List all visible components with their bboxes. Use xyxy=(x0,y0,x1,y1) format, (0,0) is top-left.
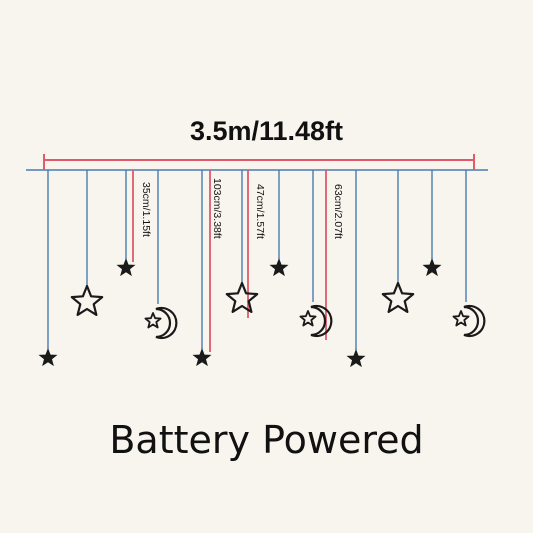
star-outline-icon xyxy=(225,281,259,313)
dimension-label: 63cm/2.07ft xyxy=(332,184,344,239)
hanging-strands xyxy=(47,170,467,350)
battery-caption: Battery Powered xyxy=(109,418,424,462)
dimension-label: 103cm/3.38ft xyxy=(211,178,223,239)
length-markers xyxy=(132,170,327,352)
small-star-icon xyxy=(452,310,470,327)
moon-star-icon xyxy=(144,306,178,340)
star-filled-icon xyxy=(38,348,58,367)
dimension-label: 35cm/1.15ft xyxy=(140,182,152,237)
star-outline-icon xyxy=(381,281,415,313)
dimension-label: 47cm/1.57ft xyxy=(254,184,266,239)
small-star-icon xyxy=(144,312,162,329)
dimension-labels: 35cm/1.15ft 103cm/3.38ft 47cm/1.57ft 63cm/2… xyxy=(140,178,344,239)
star-filled-icon xyxy=(346,349,366,368)
star-outline-icon xyxy=(70,284,104,316)
width-title: 3.5m/11.48ft xyxy=(189,116,344,146)
ornaments xyxy=(38,258,486,368)
moon-icon xyxy=(310,304,333,338)
star-filled-icon xyxy=(192,348,212,367)
small-star-icon xyxy=(299,310,317,327)
moon-icon xyxy=(463,304,486,338)
star-filled-icon xyxy=(269,258,289,277)
star-filled-icon xyxy=(422,258,442,277)
moon-icon xyxy=(155,306,178,340)
moon-star-icon xyxy=(452,304,486,338)
moon-star-icon xyxy=(299,304,333,338)
star-filled-icon xyxy=(116,258,136,277)
